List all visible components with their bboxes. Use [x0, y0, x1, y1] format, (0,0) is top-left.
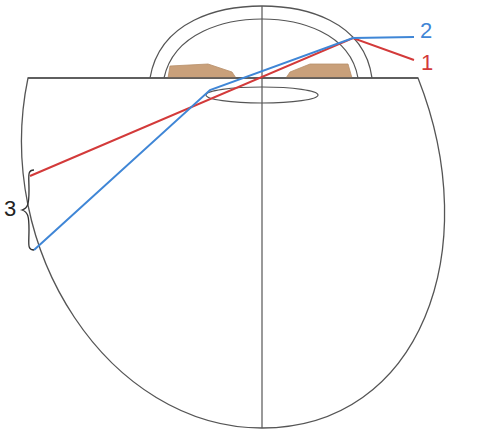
callout-number: 1 — [421, 52, 433, 74]
lens — [206, 87, 318, 103]
light-ray — [30, 38, 414, 176]
optical-axis — [261, 6, 262, 428]
eyeball-outline — [21, 78, 444, 428]
iris-left — [168, 64, 236, 78]
cornea-outer — [150, 6, 372, 78]
bracket — [22, 170, 34, 250]
callout-number: 2 — [420, 20, 432, 42]
callout-number: 3 — [4, 198, 16, 220]
iris-right — [286, 64, 352, 78]
section-line — [28, 77, 418, 78]
light-ray — [34, 37, 414, 250]
